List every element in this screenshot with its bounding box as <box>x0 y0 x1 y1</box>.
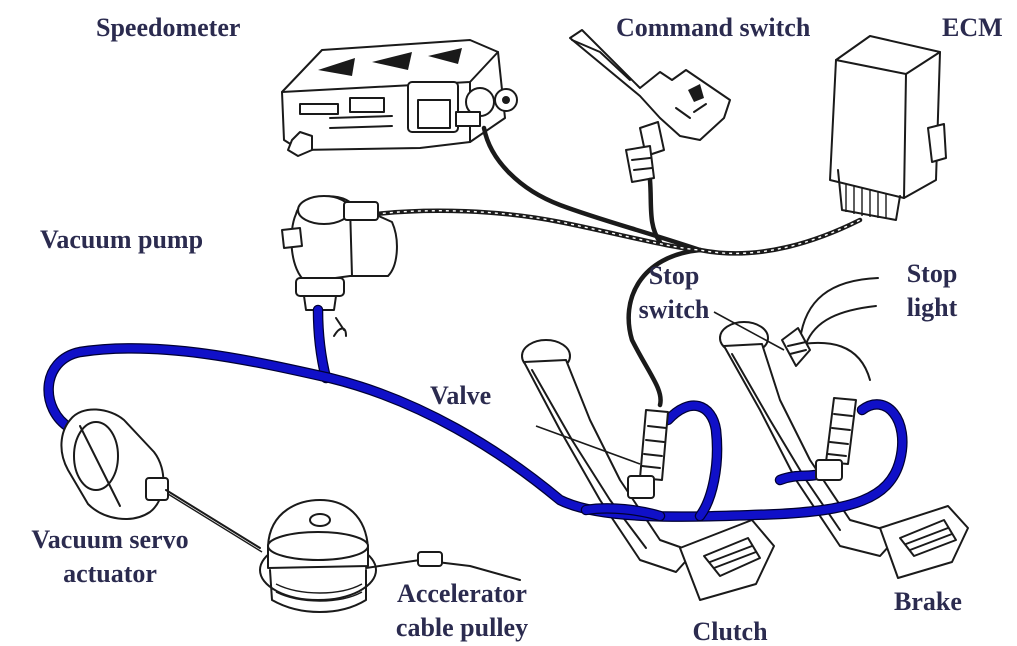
air-flow-arrow <box>334 318 346 336</box>
label-speedometer: Speedometer <box>96 13 240 42</box>
label-vacuum-servo-line2: actuator <box>63 559 157 588</box>
label-stop-light-line2: light <box>907 293 958 322</box>
label-stop-switch-line1: Stop <box>649 261 700 290</box>
label-ecm: ECM <box>942 13 1003 42</box>
speedometer-unit <box>282 40 517 156</box>
label-vacuum-pump: Vacuum pump <box>40 225 203 254</box>
clutch-valve <box>628 410 668 498</box>
stop-switch <box>782 328 810 366</box>
wiring-harness <box>376 128 878 405</box>
label-brake: Brake <box>894 587 962 616</box>
label-vacuum-servo-line1: Vacuum servo <box>31 525 188 554</box>
command-switch-unit <box>570 30 730 182</box>
label-valve: Valve <box>430 381 491 410</box>
label-stop-light-line1: Stop <box>907 259 958 288</box>
label-accelerator-line1: Accelerator <box>397 579 527 608</box>
ecm-unit <box>830 36 946 220</box>
label-command-switch: Command switch <box>616 13 811 42</box>
label-accelerator-line2: cable pulley <box>396 613 528 642</box>
label-clutch: Clutch <box>692 617 768 646</box>
label-stop-switch-line2: switch <box>639 295 710 324</box>
brake-valve <box>816 398 856 480</box>
